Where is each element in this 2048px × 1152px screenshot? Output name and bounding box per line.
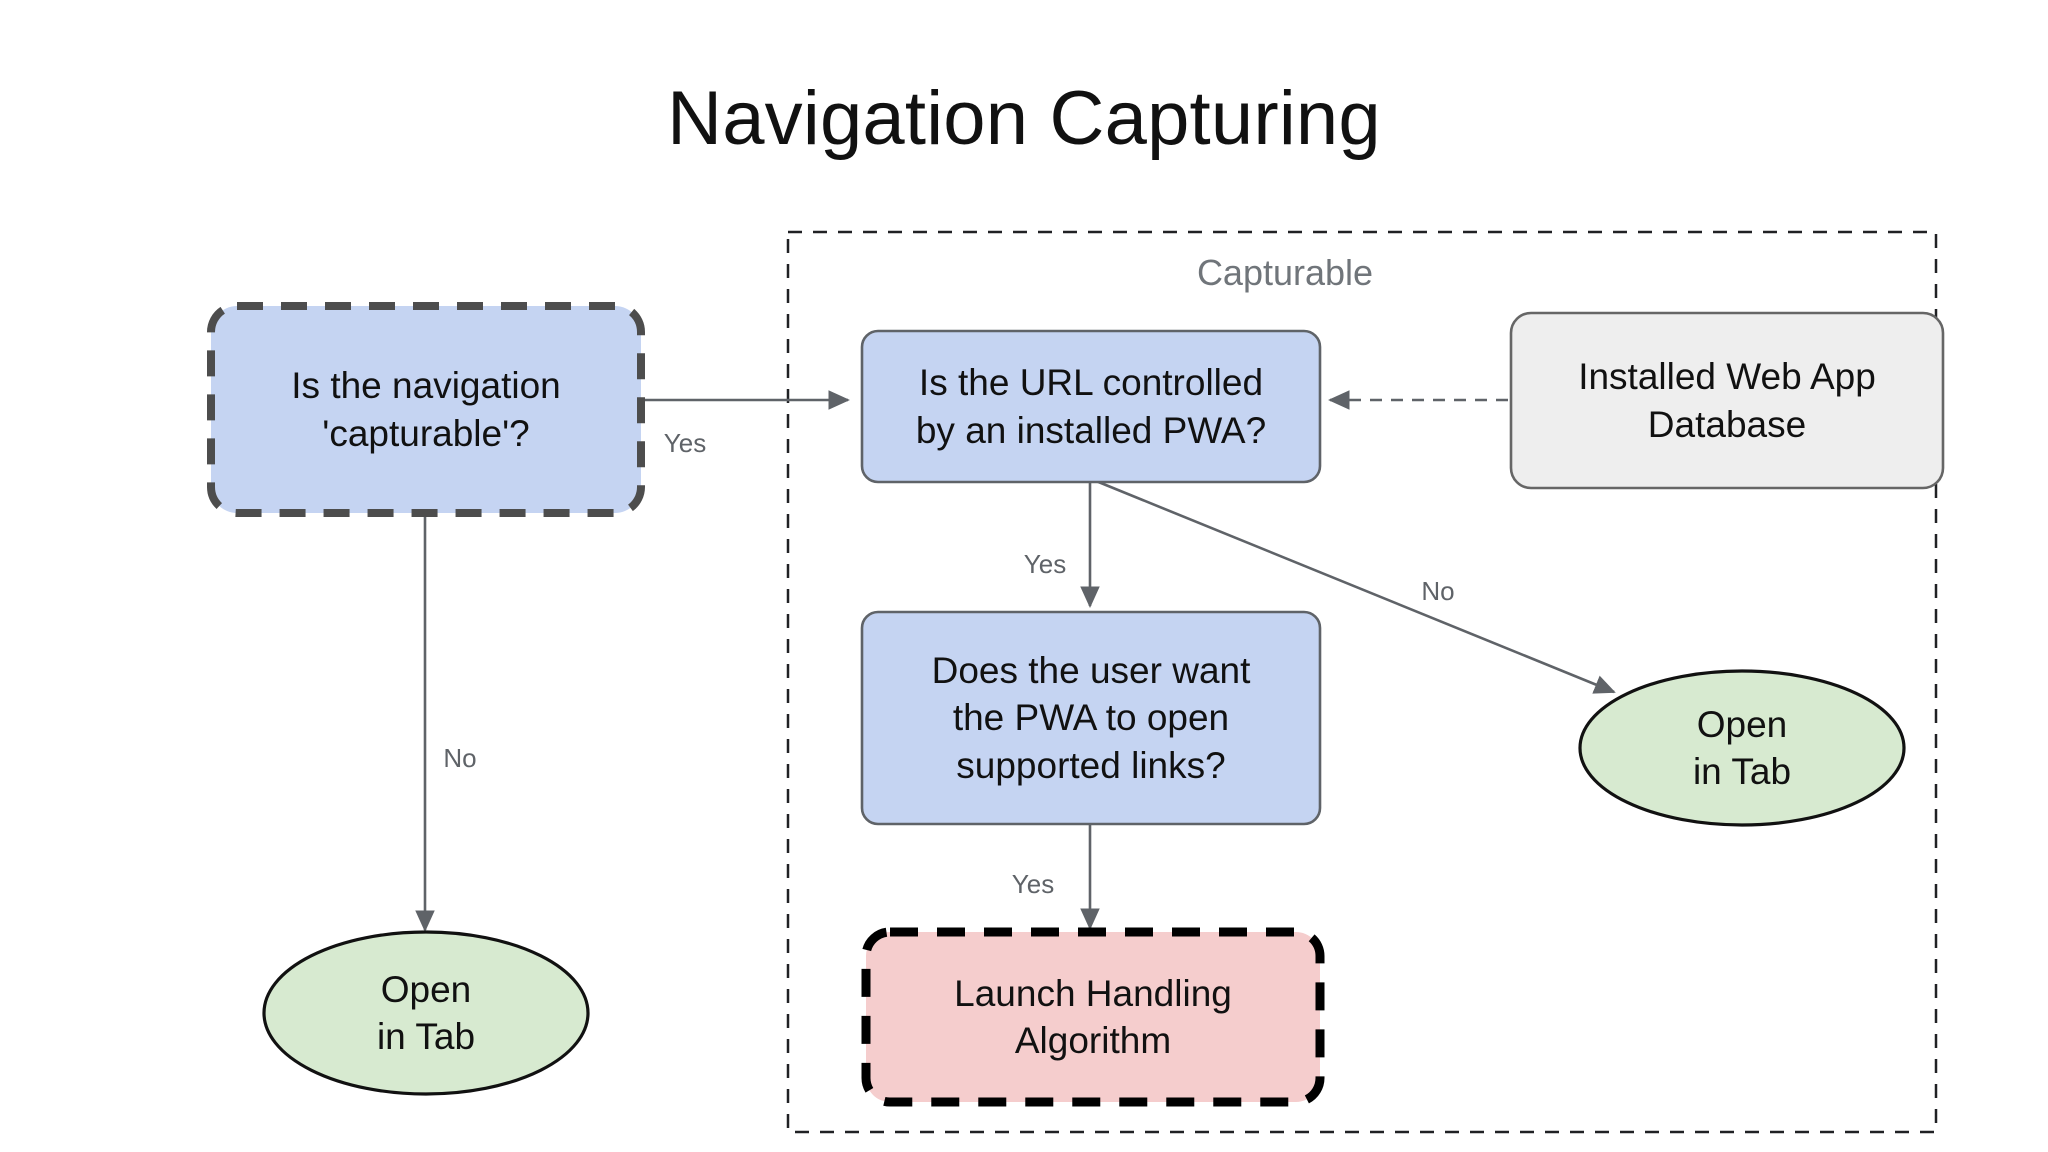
edge-label-url-controlled-no: No [1421,576,1455,606]
node-installed-web-app-database[interactable] [1509,311,1945,490]
capturable-group-label: Capturable [1196,252,1374,293]
node-launch-handling-algorithm[interactable] [861,927,1325,1107]
node-does-user-want-pwa-open-links[interactable] [860,610,1322,826]
node-is-url-controlled-by-pwa[interactable] [860,329,1322,484]
edge-label-url-controlled-yes: Yes [1023,549,1067,579]
edge-url-controlled-no [1095,479,1616,694]
page-title: Navigation Capturing [667,76,1381,161]
node-open-in-tab-left[interactable] [262,930,590,1096]
edge-label-user-want-links-yes: Yes [1011,869,1055,899]
node-open-in-tab-right[interactable] [1578,669,1906,827]
node-is-navigation-capturable[interactable] [207,302,645,517]
edge-label-capturable-yes: Yes [663,428,707,458]
edge-label-capturable-no: No [443,743,477,773]
